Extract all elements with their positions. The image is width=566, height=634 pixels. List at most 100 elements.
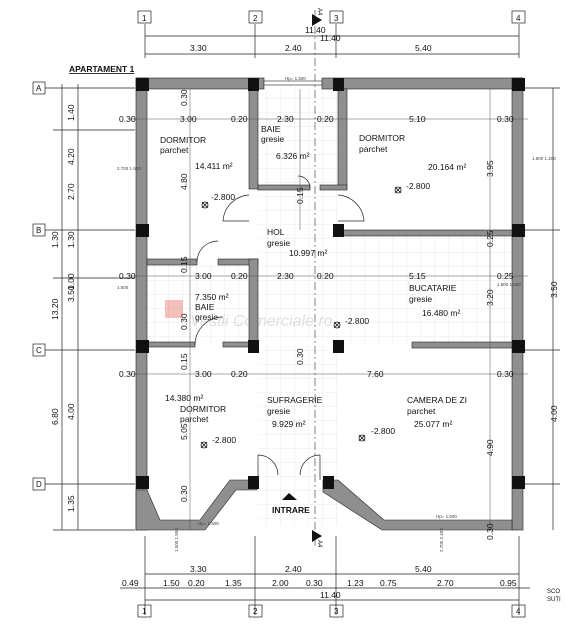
- room-baie-2: 7.350 m² BAIE gresie: [195, 292, 229, 322]
- svg-text:0.20: 0.20: [231, 369, 248, 379]
- svg-text:5.05: 5.05: [179, 423, 189, 440]
- top-total-b: 11.40: [320, 33, 341, 43]
- svg-text:2.40: 2.40: [285, 564, 302, 574]
- svg-text:0.30: 0.30: [179, 485, 189, 502]
- svg-text:1.800 1.200: 1.800 1.200: [532, 156, 556, 161]
- svg-text:parchet: parchet: [407, 406, 436, 416]
- grid-row-c: C: [36, 346, 42, 355]
- level-4: -2.800: [212, 435, 236, 445]
- left-dim-inner-2: 1.30: [66, 231, 76, 248]
- svg-text:BAIE: BAIE: [195, 302, 215, 312]
- svg-text:Hp= 1.500: Hp= 1.500: [436, 514, 457, 519]
- left-dim-inner-4: 6.80: [50, 408, 60, 425]
- svg-text:3: 3: [334, 607, 339, 616]
- svg-text:0.20: 0.20: [231, 114, 248, 124]
- svg-text:0.30: 0.30: [497, 114, 514, 124]
- svg-text:DORMITOR: DORMITOR: [359, 133, 405, 143]
- top-span-1: 3.30: [190, 43, 207, 53]
- svg-text:0.25: 0.25: [497, 271, 514, 281]
- grid-row-b: B: [36, 226, 41, 235]
- svg-text:4.80: 4.80: [179, 173, 189, 190]
- watermark: Vestii Comerciale.ro: [165, 300, 333, 330]
- svg-text:0.95: 0.95: [500, 578, 517, 588]
- svg-text:0.30: 0.30: [497, 369, 514, 379]
- svg-text:3.30: 3.30: [190, 564, 207, 574]
- svg-text:HOL: HOL: [267, 227, 285, 237]
- svg-text:Hp= 1.500: Hp= 1.500: [198, 521, 219, 526]
- svg-text:0.30: 0.30: [485, 523, 495, 540]
- svg-text:1.30: 1.30: [50, 231, 60, 248]
- svg-text:0.30: 0.30: [179, 313, 189, 330]
- level-3: -2.800: [345, 316, 369, 326]
- svg-text:10.997 m²: 10.997 m²: [289, 248, 327, 258]
- room-camera-de-zi: CAMERA DE ZI parchet 25.077 m²: [407, 395, 467, 429]
- svg-text:3.95: 3.95: [485, 160, 495, 177]
- left-dim-inner-1: 2.70: [66, 183, 76, 200]
- svg-text:BAIE: BAIE: [261, 124, 281, 134]
- grid-col-1-top: 1: [142, 14, 147, 23]
- svg-text:0.20: 0.20: [231, 271, 248, 281]
- svg-text:0.49: 0.49: [122, 578, 139, 588]
- svg-text:CAMERA DE ZI: CAMERA DE ZI: [407, 395, 467, 405]
- svg-text:6.326 m²: 6.326 m²: [276, 151, 310, 161]
- svg-text:0.25: 0.25: [485, 230, 495, 247]
- svg-text:3.00: 3.00: [180, 114, 197, 124]
- svg-text:1.500: 1.500: [117, 285, 129, 290]
- svg-text:0.15: 0.15: [179, 353, 189, 370]
- svg-text:4.90: 4.90: [485, 439, 495, 456]
- room-hol: HOL gresie 10.997 m²: [267, 227, 327, 258]
- right-edge-text-1: SCO: [547, 589, 560, 595]
- entrance-arrow: [282, 493, 297, 500]
- svg-text:4: 4: [516, 607, 521, 616]
- room-dormitor-3: 14.380 m² DORMITOR parchet: [165, 393, 226, 424]
- svg-text:1.50: 1.50: [163, 578, 180, 588]
- top-span-2: 2.40: [285, 43, 302, 53]
- section-label-top: A4: [316, 8, 322, 16]
- grid-row-a: A: [36, 84, 42, 93]
- left-dim-outer-3: 3.50: [66, 285, 76, 302]
- room-baie-1: BAIE gresie 6.326 m²: [261, 124, 310, 161]
- section-label-bottom: A4: [316, 540, 322, 548]
- section-line: [312, 10, 322, 548]
- top-grid: [137, 10, 526, 58]
- grid-col-3-top: 3: [334, 14, 339, 23]
- svg-text:1.800 1.500: 1.800 1.500: [497, 282, 521, 287]
- level-1: -2.800: [211, 192, 235, 202]
- svg-text:0.15: 0.15: [295, 187, 305, 204]
- svg-text:SUFRAGERIE: SUFRAGERIE: [267, 395, 323, 405]
- level-markers: [200, 186, 402, 449]
- svg-text:gresie: gresie: [267, 238, 290, 248]
- svg-text:gresie: gresie: [261, 134, 284, 144]
- svg-text:0.30: 0.30: [119, 114, 136, 124]
- room-dormitor-2: DORMITOR parchet 20.164 m²: [359, 133, 466, 172]
- left-dim-outer-2: 4.20: [66, 148, 76, 165]
- svg-text:0.30: 0.30: [119, 369, 136, 379]
- right-dims: [525, 87, 560, 530]
- svg-text:5.40: 5.40: [415, 564, 432, 574]
- svg-text:DORMITOR: DORMITOR: [160, 135, 206, 145]
- right-edge-text-2: SUTI: [547, 597, 561, 603]
- svg-text:5.10: 5.10: [409, 114, 426, 124]
- svg-text:BUCATARIE: BUCATARIE: [409, 283, 457, 293]
- right-dim-2: 4.00: [549, 405, 559, 422]
- svg-text:20.164 m²: 20.164 m²: [428, 162, 466, 172]
- svg-text:2.00: 2.00: [272, 578, 289, 588]
- svg-text:DORMITOR: DORMITOR: [180, 404, 226, 414]
- left-dim-outer-1: 1.40: [66, 104, 76, 121]
- svg-text:gresie: gresie: [267, 406, 290, 416]
- grid-row-d: D: [36, 480, 42, 489]
- level-5: -2.800: [371, 426, 395, 436]
- structural-columns: [136, 78, 525, 489]
- watermark-text: Vestii Comerciale.ro: [190, 313, 333, 330]
- svg-text:2.70: 2.70: [437, 578, 454, 588]
- interior-dim-lines: [130, 89, 528, 530]
- svg-text:0.20: 0.20: [188, 578, 205, 588]
- entrance-label: INTRARE: [272, 505, 310, 515]
- room-sufragerie: SUFRAGERIE gresie 9.929 m²: [267, 395, 323, 429]
- tile-floors: [147, 89, 518, 525]
- left-dim-outer-4: 4.00: [66, 403, 76, 420]
- svg-text:14.380 m²: 14.380 m²: [165, 393, 203, 403]
- svg-text:25.077 m²: 25.077 m²: [414, 419, 452, 429]
- svg-text:2.700 1.500: 2.700 1.500: [117, 166, 141, 171]
